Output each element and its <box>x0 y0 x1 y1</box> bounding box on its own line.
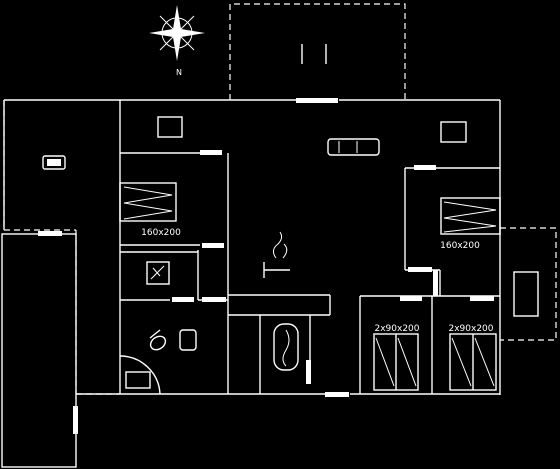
bedroom-right-bed-size: 160x200 <box>440 241 480 251</box>
bunk-room-a-bed-size: 2x90x200 <box>374 324 419 334</box>
bedroom-left-walls <box>119 100 229 301</box>
annex-building <box>1 233 77 468</box>
bunk-rooms-walls <box>359 295 500 394</box>
compass-rose-icon: N <box>149 5 205 77</box>
sink-icon <box>179 329 197 351</box>
fireplace-icon <box>263 231 290 278</box>
side-terrace <box>500 227 557 341</box>
stove-icon <box>440 121 467 143</box>
toilet-icon <box>149 329 167 351</box>
bed-icon <box>119 182 177 222</box>
door-markers <box>38 98 494 434</box>
utility-room <box>120 251 198 285</box>
compass-north-label: N <box>176 68 182 77</box>
sofa-icon <box>327 138 380 156</box>
bunk-bed-icon <box>373 333 419 391</box>
terrace-outline <box>229 3 406 100</box>
carport <box>3 100 120 395</box>
outer-walls <box>3 99 501 395</box>
bunk-bed-icon <box>449 333 497 391</box>
shower-room <box>259 315 311 394</box>
bed-icon <box>440 197 501 235</box>
bunk-room-b-bed-size: 2x90x200 <box>448 324 493 334</box>
car-icon <box>42 155 66 170</box>
bedroom-right-walls <box>404 167 500 296</box>
bathroom-walls <box>119 299 229 395</box>
bedroom-left-bed-size: 160x200 <box>141 228 181 238</box>
kitchen-counter <box>228 294 331 316</box>
